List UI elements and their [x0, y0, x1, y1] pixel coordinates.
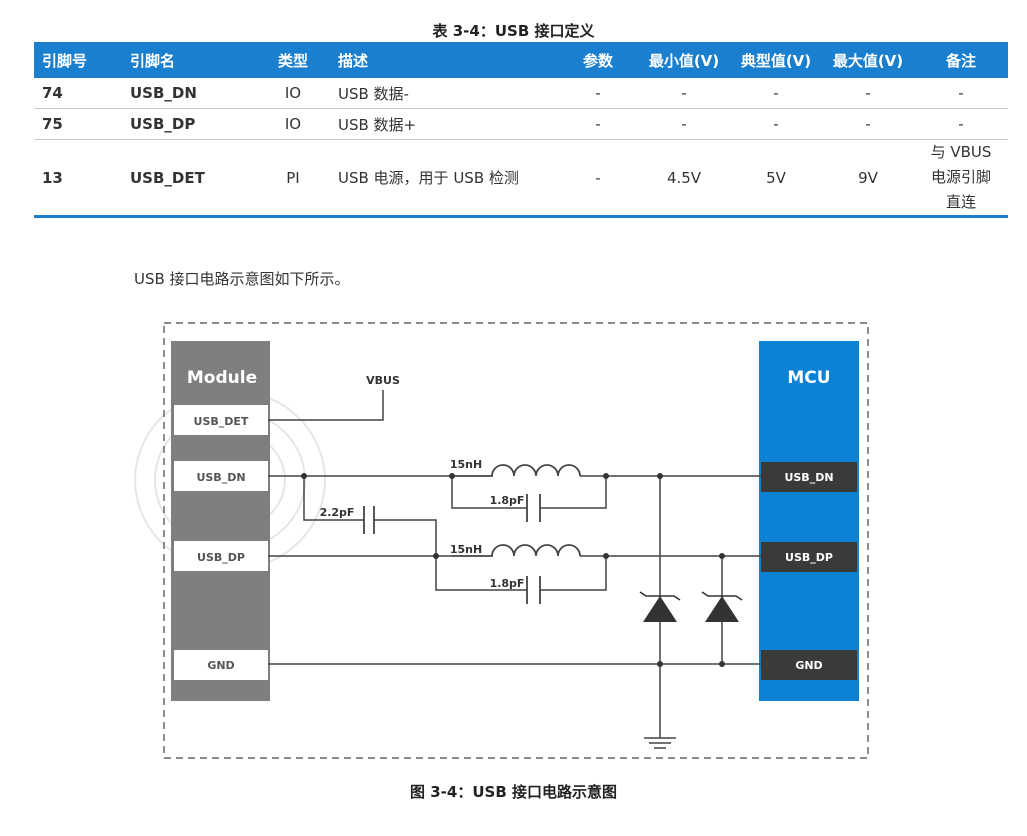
header-typ: 典型值(V): [740, 51, 812, 70]
tvs-diode-icon: [701, 591, 743, 622]
cell-min: 4.5V: [638, 139, 730, 218]
module-pin-label: USB_DP: [197, 551, 245, 564]
header-max: 最大值(V): [832, 51, 904, 70]
module-pin-label: USB_DN: [196, 471, 245, 484]
mcu-pin-label: USB_DP: [785, 551, 833, 564]
inductor-dp: [452, 544, 581, 557]
module-pin-label: GND: [207, 659, 234, 672]
cell-description: USB 数据-: [330, 78, 558, 109]
cell-type: IO: [256, 78, 330, 109]
inductor-label: 15nH: [450, 543, 482, 556]
cell-type: IO: [256, 108, 330, 140]
cell-note: 与 VBUS 电源引脚 直连: [914, 139, 1008, 218]
table-row: 75 USB_DP IO USB 数据+ - - - - -: [34, 108, 1008, 140]
note-line: 电源引脚: [930, 168, 991, 186]
cell-typ: 5V: [730, 139, 822, 218]
cell-pin-number: 75: [34, 108, 122, 140]
mcu-pin-usb-dn: [761, 462, 857, 492]
module-pin-usb-dp: [174, 541, 268, 571]
intro-paragraph: USB 接口电路示意图如下所示。: [134, 270, 350, 288]
mcu-pin-label: GND: [795, 659, 822, 672]
cap-label: 1.8pF: [490, 577, 525, 590]
note-line: 与 VBUS: [930, 143, 992, 161]
wires: [268, 390, 761, 749]
junction-dots: [301, 473, 725, 667]
inductor-dn: [452, 464, 581, 477]
module-title: Module: [187, 368, 257, 388]
capacitors: [363, 494, 541, 604]
cell-max: -: [822, 108, 914, 140]
mcu-pin-gnd: [761, 650, 857, 680]
cell-max: 9V: [822, 139, 914, 218]
cell-pin-name: USB_DP: [122, 108, 256, 140]
table-row: 13 USB_DET PI USB 电源，用于 USB 检测 - 4.5V 5V…: [34, 139, 1008, 218]
cell-pin-name: USB_DET: [122, 139, 256, 218]
mcu-block: [759, 341, 859, 701]
mcu-title: MCU: [787, 368, 830, 388]
cell-max: -: [822, 78, 914, 109]
module-block: [171, 341, 270, 701]
usb-interface-table: 引脚号 引脚名 类型 描述 参数 最小值(V) 典型值(V) 最大值(V) 备注…: [34, 42, 1008, 218]
header-pin-name: 引脚名: [130, 51, 176, 70]
module-pin-usb-det: [174, 405, 268, 435]
cell-min: -: [638, 108, 730, 140]
cell-pin-number: 13: [34, 139, 122, 218]
mcu-pin-label: USB_DN: [784, 471, 833, 484]
tvs-diode-icon: [639, 591, 681, 622]
table-row: 74 USB_DN IO USB 数据- - - - - -: [34, 78, 1008, 109]
cell-note: -: [914, 108, 1008, 140]
header-param: 参数: [582, 51, 613, 70]
header-description: 描述: [338, 51, 369, 70]
module-pin-label: USB_DET: [194, 415, 249, 428]
note-line: 直连: [945, 193, 976, 211]
table-header-row: 引脚号 引脚名 类型 描述 参数 最小值(V) 典型值(V) 最大值(V) 备注: [34, 42, 1008, 78]
cell-min: -: [638, 78, 730, 109]
mcu-pin-usb-dp: [761, 542, 857, 572]
diagram-border: [163, 322, 869, 759]
module-pin-usb-dn: [174, 461, 268, 491]
cell-description: USB 电源，用于 USB 检测: [330, 139, 558, 218]
cap-label: 1.8pF: [490, 494, 525, 507]
header-min: 最小值(V): [648, 51, 720, 70]
cell-param: -: [558, 108, 638, 140]
cell-pin-number: 74: [34, 78, 122, 109]
cell-typ: -: [730, 78, 822, 109]
series-cap-label: 2.2pF: [320, 506, 355, 519]
header-type: 类型: [277, 51, 308, 70]
cell-typ: -: [730, 108, 822, 140]
vbus-label: VBUS: [366, 374, 400, 387]
cell-type: PI: [256, 139, 330, 218]
table-caption: 表 3-4：USB 接口定义: [432, 22, 595, 40]
module-pin-gnd: [174, 650, 268, 680]
inductor-label: 15nH: [450, 458, 482, 471]
figure-caption: 图 3-4：USB 接口电路示意图: [410, 783, 617, 801]
cell-param: -: [558, 78, 638, 109]
header-pin-number: 引脚号: [42, 51, 88, 70]
cell-pin-name: USB_DN: [122, 78, 256, 109]
header-note: 备注: [945, 51, 976, 70]
cell-param: -: [558, 139, 638, 218]
cell-description: USB 数据+: [330, 108, 558, 140]
cell-note: -: [914, 78, 1008, 109]
